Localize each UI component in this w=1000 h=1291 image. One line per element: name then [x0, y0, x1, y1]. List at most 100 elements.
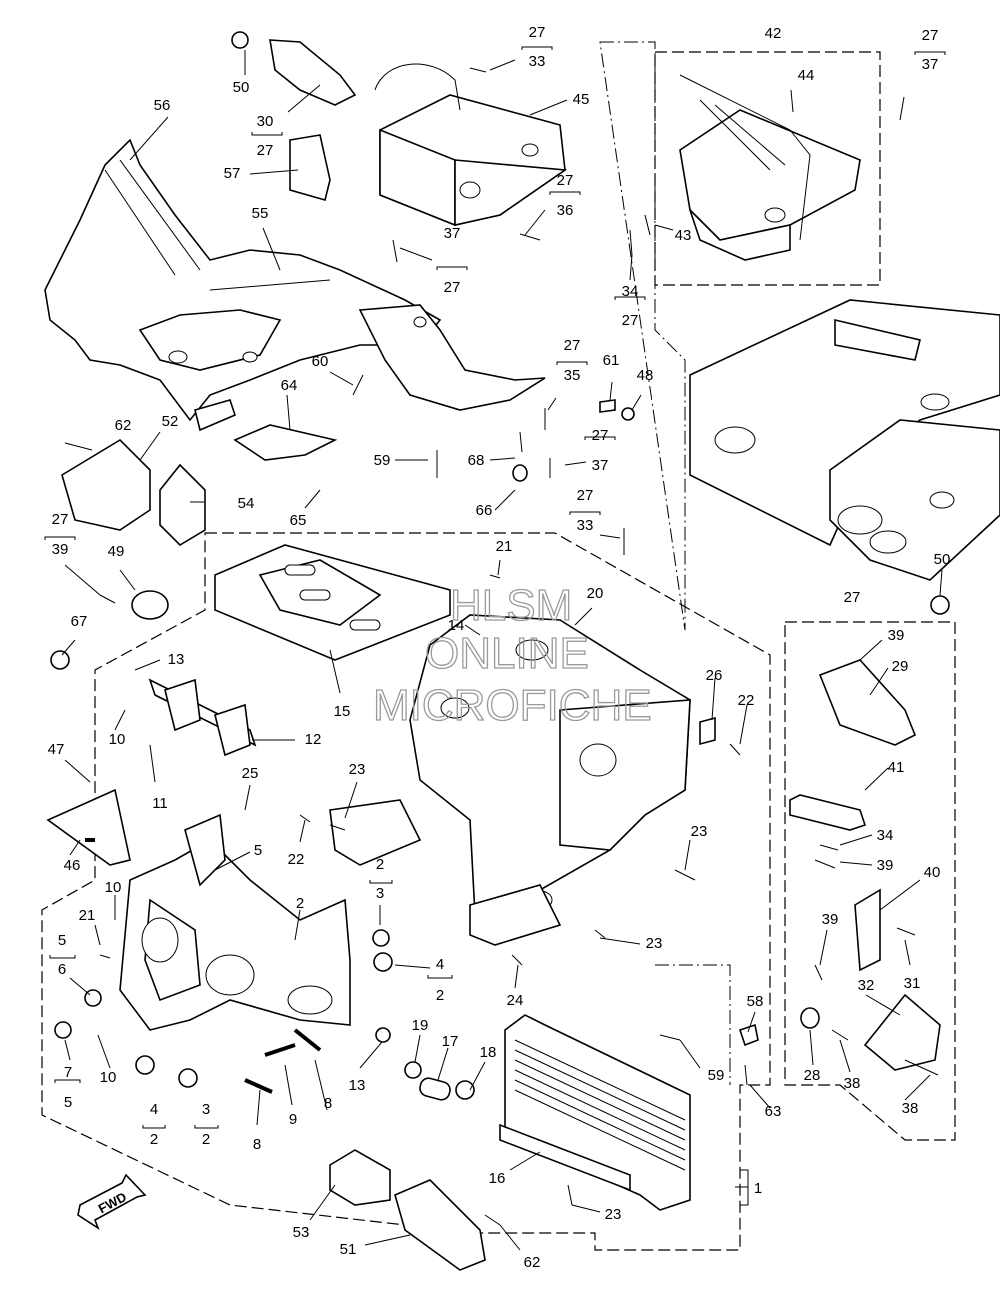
callout-7: 7: [64, 1064, 72, 1081]
callout-51: 51: [340, 1241, 357, 1258]
callout-2: 2: [296, 895, 304, 912]
callout-2: 2: [436, 987, 444, 1004]
callout-26: 26: [706, 667, 723, 684]
watermark: HLSM ONLINE MICROFICHE: [372, 580, 652, 730]
callout-47: 47: [48, 741, 65, 758]
callout-34: 34: [622, 283, 639, 300]
callout-27: 27: [592, 427, 609, 444]
upper-frame-section: [689, 299, 1000, 581]
callout-62: 62: [115, 417, 132, 434]
callout-50: 50: [934, 551, 951, 568]
callout-2: 2: [202, 1131, 210, 1148]
heat-exchanger-1: [499, 1014, 691, 1211]
main-center-frame: [329, 614, 691, 946]
callout-39: 39: [52, 541, 69, 558]
front-nose-cowl: [44, 138, 546, 432]
main-frame-assembly-boundary: [41, 532, 771, 1251]
callout-8: 8: [253, 1136, 261, 1153]
callout-42: 42: [765, 25, 782, 42]
callout-50: 50: [233, 79, 250, 96]
callout-27: 27: [529, 24, 546, 41]
callout-39: 39: [822, 911, 839, 928]
callout-2: 2: [150, 1131, 158, 1148]
callout-21: 21: [79, 907, 96, 924]
callout-49: 49: [108, 543, 125, 560]
callout-53: 53: [293, 1224, 310, 1241]
callout-44: 44: [798, 67, 815, 84]
fwd-label: FWD: [96, 1189, 129, 1216]
callout-8: 8: [324, 1095, 332, 1112]
callout-37: 37: [592, 457, 609, 474]
callout-41: 41: [888, 759, 905, 776]
callout-27: 27: [922, 27, 939, 44]
callout-2: 2: [376, 856, 384, 873]
side-bracket-boundary: [784, 621, 956, 1141]
callout-27: 27: [577, 487, 594, 504]
callout-15: 15: [334, 703, 351, 720]
callout-20: 20: [587, 585, 604, 602]
callout-37: 37: [444, 225, 461, 242]
callout-19: 19: [412, 1017, 429, 1034]
callout-24: 24: [507, 992, 524, 1009]
callout-39: 39: [877, 857, 894, 874]
upper-dashdot-boundary-right: [599, 41, 686, 631]
callout-27: 27: [557, 172, 574, 189]
callout-4: 4: [150, 1101, 158, 1118]
leader-lines: [61, 50, 943, 1251]
callout-60: 60: [312, 353, 329, 370]
callout-52: 52: [162, 413, 179, 430]
callout-30: 30: [257, 113, 274, 130]
callout-54: 54: [238, 495, 255, 512]
callout-5: 5: [254, 842, 262, 859]
callout-57: 57: [224, 165, 241, 182]
callout-59: 59: [708, 1067, 725, 1084]
callout-39: 39: [888, 627, 905, 644]
callout-3: 3: [376, 885, 384, 902]
callout-12: 12: [305, 731, 322, 748]
callout-23: 23: [349, 761, 366, 778]
callout-23: 23: [605, 1206, 622, 1223]
callout-1: 1: [754, 1180, 762, 1197]
callout-68: 68: [468, 452, 485, 469]
callout-10: 10: [109, 731, 126, 748]
callout-29: 29: [892, 658, 909, 675]
callout-36: 36: [557, 202, 574, 219]
callout-38: 38: [902, 1100, 919, 1117]
callout-40: 40: [924, 864, 941, 881]
callout-55: 55: [252, 205, 269, 222]
callout-21: 21: [496, 538, 513, 555]
callout-27: 27: [444, 279, 461, 296]
callout-25: 25: [242, 765, 259, 782]
callout-38: 38: [844, 1075, 861, 1092]
front-bracket-45: [374, 63, 568, 227]
watermark-line-1: HLSM: [450, 581, 572, 630]
callout-35: 35: [564, 367, 581, 384]
callout-64: 64: [281, 377, 298, 394]
forward-direction-arrow: FWD: [77, 1173, 147, 1230]
callout-23: 23: [691, 823, 708, 840]
callout-27: 27: [564, 337, 581, 354]
callout-13: 13: [168, 651, 185, 668]
callout-18: 18: [480, 1044, 497, 1061]
rivets: [64, 67, 939, 1226]
callout-67: 67: [71, 613, 88, 630]
callout-6: 6: [58, 961, 66, 978]
callout-9: 9: [289, 1111, 297, 1128]
rear-bumper-42: [679, 74, 861, 261]
callout-27: 27: [622, 312, 639, 329]
callout-45: 45: [573, 91, 590, 108]
callout-62: 62: [524, 1254, 541, 1271]
callout-27: 27: [257, 142, 274, 159]
front-suspension-frame-2: [119, 813, 351, 1031]
callout-59: 59: [374, 452, 391, 469]
small-parts: [46, 31, 950, 1271]
callout-32: 32: [858, 977, 875, 994]
callout-66: 66: [476, 502, 493, 519]
callout-61: 61: [603, 352, 620, 369]
callout-22: 22: [738, 692, 755, 709]
callout-22: 22: [288, 851, 305, 868]
callout-11: 11: [152, 795, 168, 812]
watermark-line-2: ONLINE: [425, 629, 589, 678]
